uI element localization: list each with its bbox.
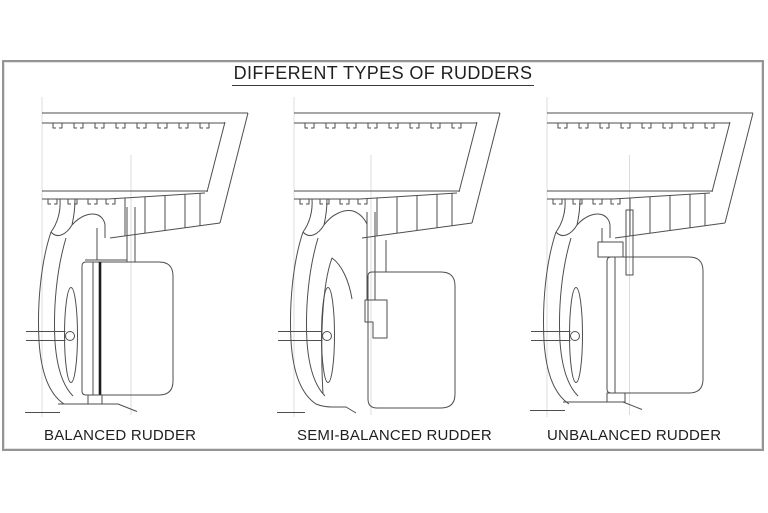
lower-frame-notches xyxy=(299,199,368,205)
hull-structure xyxy=(547,112,754,239)
stern-frame-casting xyxy=(38,198,127,405)
deck-frame-notches xyxy=(52,123,210,129)
rudder-blade xyxy=(81,261,174,396)
propeller-shaft xyxy=(26,331,66,341)
propeller xyxy=(26,287,78,383)
stern-frame-casting xyxy=(290,198,368,414)
rudder-assembly xyxy=(81,207,174,405)
upper-gudgeon xyxy=(597,241,624,258)
counter-dividers xyxy=(376,193,453,236)
stern-frame-casting xyxy=(543,198,624,405)
propeller-hub xyxy=(570,331,580,341)
drawing-frame: DIFFERENT TYPES OF RUDDERS xyxy=(2,60,764,451)
semi-balanced-rudder-drawing xyxy=(277,97,501,417)
panel-label-unbalanced: UNBALANCED RUDDER xyxy=(547,427,722,444)
rudder-stock xyxy=(625,209,634,276)
heel-bearing xyxy=(87,394,103,405)
propeller-shaft xyxy=(531,331,571,341)
propeller xyxy=(278,287,335,383)
construction-lines xyxy=(41,97,132,417)
aperture-arch xyxy=(321,257,353,395)
rudder-horn-coupling xyxy=(364,299,388,339)
rudder-stock xyxy=(366,212,376,300)
rudder-stock xyxy=(126,207,136,262)
hull-structure xyxy=(294,112,501,239)
rudder-blade xyxy=(606,256,704,394)
sole-piece xyxy=(25,403,138,413)
counter-dividers xyxy=(124,193,201,236)
lower-frame-notches xyxy=(47,199,116,205)
deck-frame-notches xyxy=(557,123,715,129)
panel-label-balanced: BALANCED RUDDER xyxy=(44,427,197,444)
rudder-blade xyxy=(367,271,456,409)
page-title: DIFFERENT TYPES OF RUDDERS xyxy=(231,63,535,86)
propeller xyxy=(531,287,583,383)
rudder-assembly xyxy=(364,212,456,409)
title-row: DIFFERENT TYPES OF RUDDERS xyxy=(4,63,762,86)
diagram-semi-balanced-rudder xyxy=(272,95,507,425)
deck-frame-notches xyxy=(304,123,462,129)
propeller-shaft xyxy=(278,331,323,341)
heel-bearing xyxy=(606,392,626,403)
diagram-balanced-rudder xyxy=(20,95,255,425)
propeller-hub xyxy=(65,331,75,341)
rudder-assembly xyxy=(606,209,704,403)
propeller-hub xyxy=(322,331,332,341)
balanced-rudder-drawing xyxy=(25,97,249,417)
unbalanced-rudder-drawing xyxy=(530,97,754,417)
panel-label-semi-balanced: SEMI-BALANCED RUDDER xyxy=(297,427,492,444)
diagram-unbalanced-rudder xyxy=(525,95,760,425)
hull-structure xyxy=(42,112,249,239)
counter-dividers xyxy=(629,193,706,236)
lower-frame-notches xyxy=(552,199,621,205)
